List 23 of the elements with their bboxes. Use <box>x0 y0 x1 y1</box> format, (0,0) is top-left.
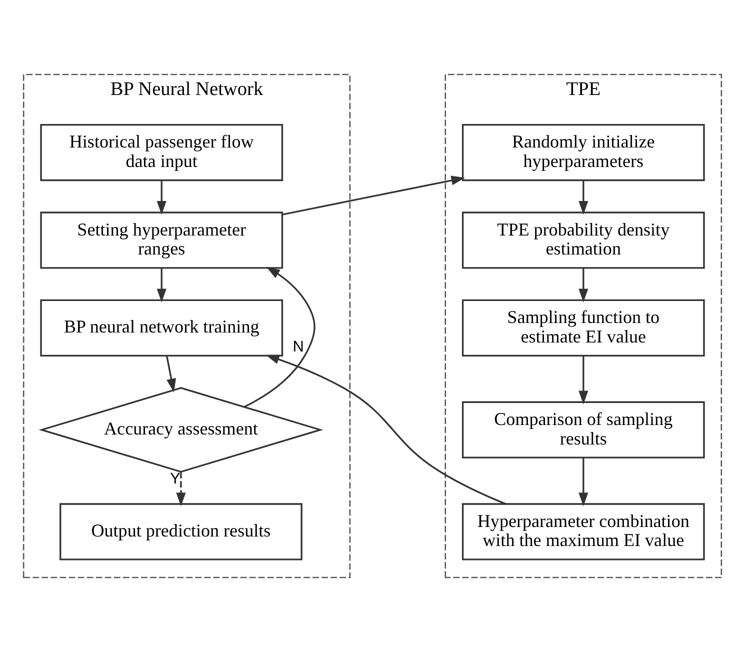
edge-label: N <box>292 338 304 356</box>
node-box: Output prediction results <box>60 503 302 560</box>
arrow <box>156 268 166 302</box>
arrow <box>578 180 588 215</box>
arrow <box>244 266 316 408</box>
arrow <box>176 472 186 506</box>
node-diamond: Accuracy assessment <box>38 387 324 473</box>
arrow <box>578 458 588 506</box>
node-box: TPE probability density estimation <box>462 212 705 269</box>
node-box: Randomly initialize hyperparameters <box>462 124 705 182</box>
node-box: Historical passenger flow data input <box>40 124 284 182</box>
node-box: Sampling function to estimate EI value <box>462 299 705 356</box>
node-box: BP neural network training <box>40 299 284 356</box>
node-box: Comparison of sampling results <box>462 401 705 458</box>
edge-label: Y <box>170 470 180 488</box>
arrow <box>156 180 166 215</box>
node-box: Hyperparameter combination with the maximum EI value <box>462 503 705 560</box>
arrow <box>166 356 176 392</box>
arrow <box>266 354 506 505</box>
arrow <box>578 356 588 404</box>
arrow <box>578 268 588 302</box>
node-box: Setting hyperparameter ranges <box>40 212 284 269</box>
arrow <box>282 176 465 216</box>
